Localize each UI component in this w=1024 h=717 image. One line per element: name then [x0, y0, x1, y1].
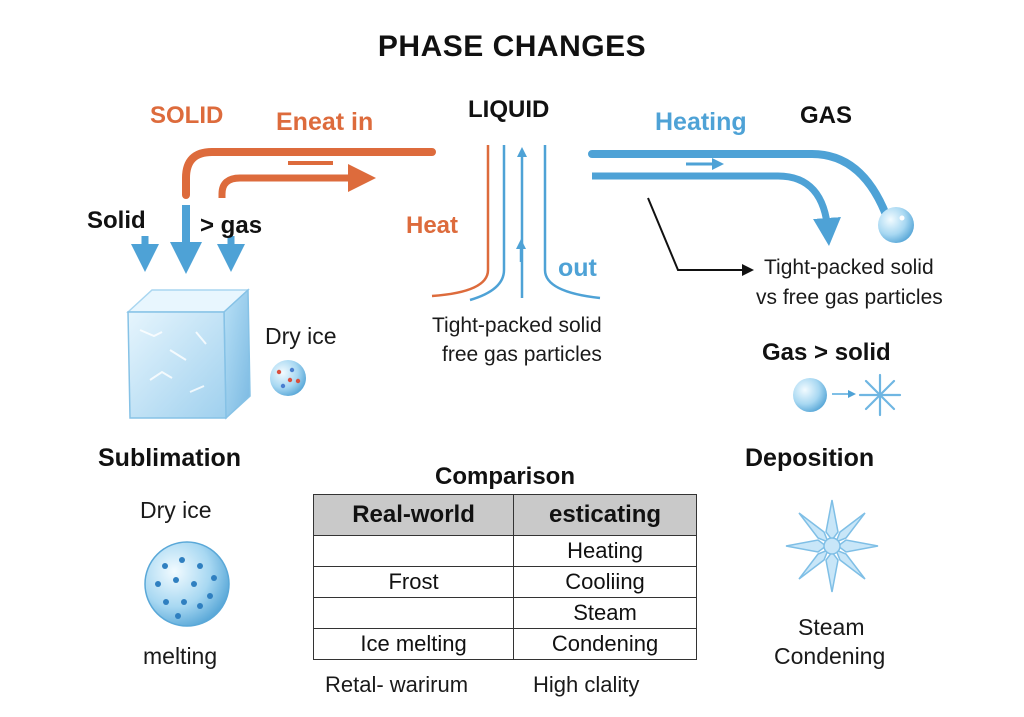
dry-ice-top-label: Dry ice — [265, 323, 337, 349]
melting-label: melting — [143, 643, 218, 669]
gas-solid-label: Gas > solid — [762, 339, 891, 366]
dry-ice-particle — [270, 360, 306, 396]
heat-in-path — [182, 148, 436, 199]
table-footer-right: High clality — [533, 672, 640, 697]
gas-particle — [878, 207, 914, 243]
center-caption-line2: free gas particles — [442, 343, 602, 366]
out-label: out — [558, 254, 597, 282]
solid-label: SOLID — [150, 102, 224, 129]
condening-label: Condening — [774, 643, 886, 669]
small-snowflake-icon — [858, 373, 902, 417]
heating-arrow — [592, 172, 841, 246]
large-snowflake-icon — [785, 499, 879, 593]
table-cell: Cooliing — [513, 566, 697, 598]
caption-pointer-arrow — [647, 197, 754, 276]
table-row: Ice melting Condening — [312, 628, 697, 660]
heat-out-curve — [431, 145, 490, 298]
gas-label: GAS — [800, 102, 853, 129]
heat-label: Heat — [406, 212, 459, 239]
table-header-cell: Real-world — [312, 494, 515, 536]
table-row: Steam — [312, 597, 697, 629]
table-cell: Heating — [513, 535, 697, 567]
right-caption-line1: Tight-packed solid — [764, 256, 934, 279]
heat-in-arrow — [218, 164, 376, 198]
table-row: Heating — [312, 535, 697, 567]
melting-particle-sphere — [144, 541, 230, 627]
ice-cube — [126, 288, 251, 420]
liquid-label: LIQUID — [468, 96, 550, 123]
steam-label: Steam — [798, 614, 865, 640]
table-cell — [312, 535, 515, 567]
table-cell: Steam — [513, 597, 697, 629]
page-title: PHASE CHANGES — [377, 30, 647, 63]
sublimation-heading: Sublimation — [98, 444, 242, 472]
right-caption-line2: vs free gas particles — [756, 286, 943, 309]
table-cell — [312, 597, 515, 629]
solid-gas-left-label: Solid — [87, 207, 146, 234]
gas-sphere-icon — [793, 378, 827, 412]
table-header-row: Real-world esticating — [312, 494, 697, 536]
table-cell: Condening — [513, 628, 697, 660]
heating-path — [588, 150, 892, 224]
heating-label: Heating — [655, 108, 747, 136]
comparison-table: Real-world esticating Heating Frost Cool… — [312, 494, 697, 660]
deposition-heading: Deposition — [745, 444, 875, 472]
out-curve-right — [543, 145, 601, 300]
table-cell: Ice melting — [312, 628, 515, 660]
dry-ice-bottom-label: Dry ice — [140, 497, 212, 523]
solid-gas-right-label: > gas — [200, 212, 263, 239]
table-header-cell: esticating — [513, 494, 697, 536]
table-cell: Frost — [312, 566, 515, 598]
table-footer-left: Retal- warirum — [325, 672, 469, 697]
table-row: Frost Cooliing — [312, 566, 697, 598]
center-caption-line1: Tight-packed solid — [432, 314, 602, 337]
out-curve-left — [469, 145, 506, 302]
heat-in-label: Eneat in — [276, 108, 374, 136]
comparison-title: Comparison — [434, 463, 575, 490]
